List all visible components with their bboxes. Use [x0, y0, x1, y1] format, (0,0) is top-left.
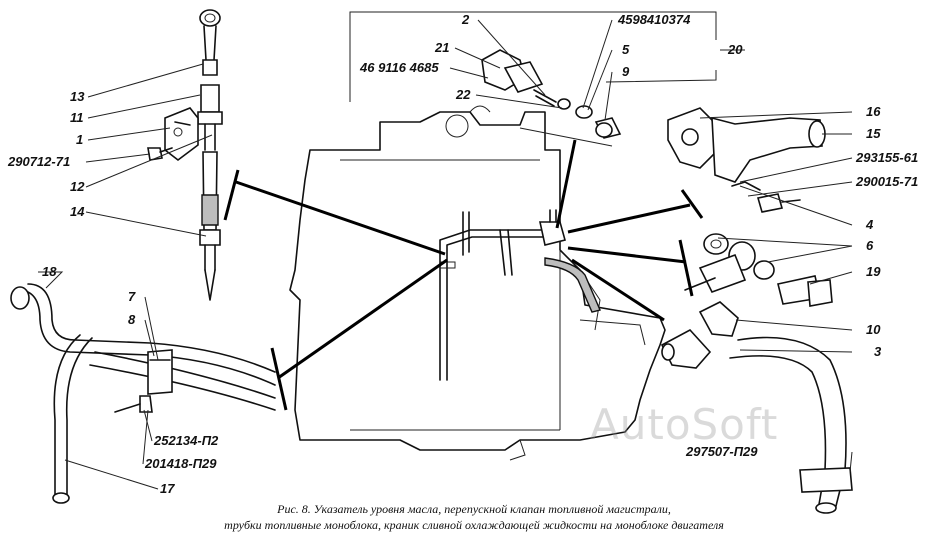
dipstick-break-mark: [223, 169, 240, 221]
label-4: 4: [865, 217, 874, 232]
label-290712-71: 290712-71: [7, 154, 70, 169]
outlet-fitting-connector-line: [567, 203, 691, 234]
bypass-valve-axis-line: [519, 127, 613, 147]
banjo-fitting-assembly: [684, 233, 833, 307]
label-1: 1: [76, 132, 83, 147]
label-3: 3: [874, 344, 882, 359]
outlet-fitting-assembly: [667, 107, 826, 213]
label-22: 22: [455, 87, 471, 102]
figure-caption-line-1: Рис. 8. Указатель уровня масла, перепуск…: [277, 502, 671, 516]
bracket-and-bolt: [147, 107, 199, 162]
banjo-connector-line: [567, 246, 687, 264]
label-15: 15: [866, 126, 881, 141]
label-6: 6: [866, 238, 874, 253]
part-labels: 13 11 1 290712-71 12 14 18 7 8 252134-П2…: [7, 12, 918, 496]
label-8: 8: [128, 312, 136, 327]
label-4598410374: 4598410374: [617, 12, 691, 27]
label-13: 13: [70, 89, 85, 104]
label-293155-61: 293155-61: [855, 150, 918, 165]
label-7: 7: [128, 289, 136, 304]
outlet-fitting-break-mark: [680, 189, 704, 219]
fuel-tubes-connector-line: [277, 258, 448, 380]
label-11: 11: [70, 110, 84, 125]
label-2: 2: [461, 12, 470, 27]
label-252134-P2: 252134-П2: [153, 433, 219, 448]
engine-block-outline: [289, 105, 666, 461]
dipstick-connector-line: [235, 180, 446, 256]
label-14: 14: [70, 204, 85, 219]
label-297507-P29: 297507-П29: [685, 444, 758, 459]
label-290015-71: 290015-71: [855, 174, 918, 189]
bypass-valve-assembly: [481, 49, 622, 139]
figure-caption-line-2: трубки топливные моноблока, краник сливн…: [224, 518, 724, 532]
drain-tap-and-pipe: [660, 301, 853, 514]
label-18: 18: [42, 264, 57, 279]
label-201418-P29: 201418-П29: [144, 456, 217, 471]
label-12: 12: [70, 179, 85, 194]
watermark: AutoSoft: [590, 400, 779, 449]
label-46-9116-4685: 46 9116 4685: [359, 60, 439, 75]
bypass-valve-connector-line: [555, 139, 577, 229]
label-5: 5: [622, 42, 630, 57]
dipstick-assembly: [197, 9, 223, 301]
label-17: 17: [160, 481, 175, 496]
label-19: 19: [866, 264, 881, 279]
fuel-tubes-assembly: [10, 283, 276, 504]
engine-fuel-tubes: [439, 209, 601, 381]
label-16: 16: [866, 104, 881, 119]
banjo-break-mark: [678, 239, 694, 297]
label-20: 20: [727, 42, 743, 57]
fuel-tubes-break-mark: [270, 347, 288, 411]
label-10: 10: [866, 322, 881, 337]
leader-lines: [38, 19, 853, 490]
drain-tap-connector-line: [571, 258, 665, 322]
label-21: 21: [434, 40, 449, 55]
bypass-valve-bracket-frame: [349, 11, 717, 102]
label-9: 9: [622, 64, 630, 79]
